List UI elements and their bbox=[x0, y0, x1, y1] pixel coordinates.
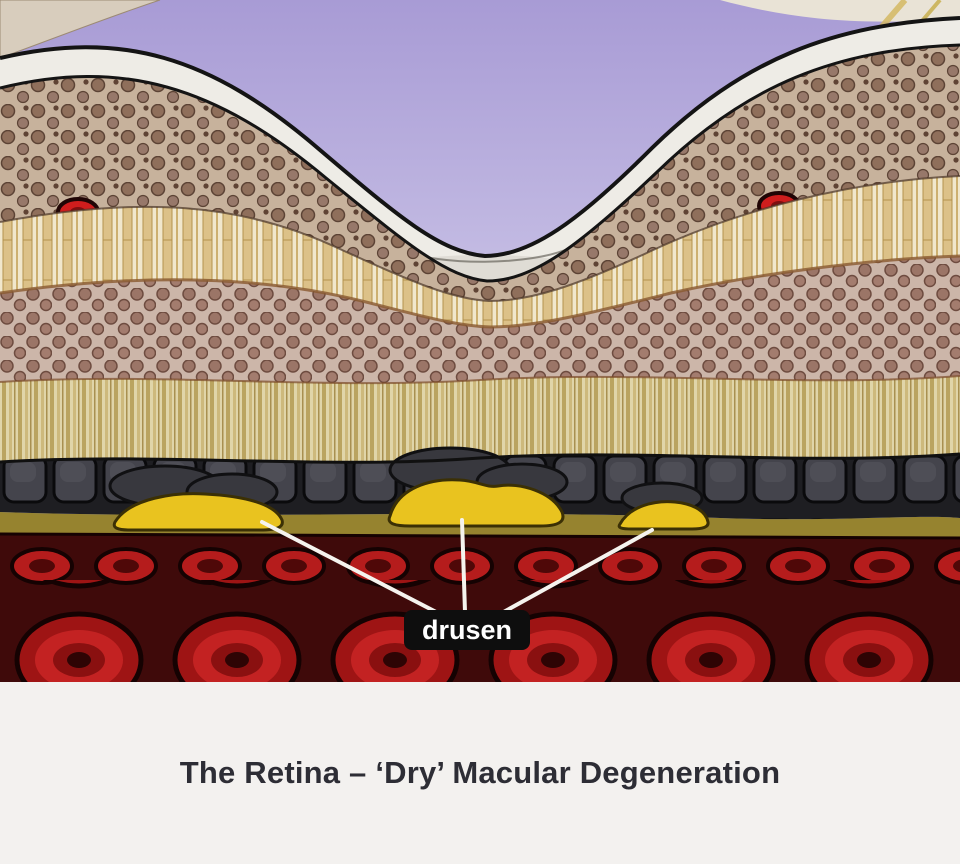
layer-boundary bbox=[0, 452, 960, 464]
pointer-line-right bbox=[498, 528, 654, 616]
pointer-line-center bbox=[460, 518, 467, 614]
drusen-deposit-left bbox=[112, 492, 284, 532]
caption-area: The Retina – ‘Dry’ Macular Degeneration bbox=[0, 682, 960, 864]
retina-illustration: drusen bbox=[0, 0, 960, 682]
pointer-lines bbox=[260, 518, 654, 616]
inner-nuclear-layer bbox=[0, 176, 960, 327]
drusen-deposit-center bbox=[387, 478, 565, 528]
drusen-deposit-right bbox=[617, 500, 710, 531]
drusen-label: drusen bbox=[404, 610, 530, 650]
layer-boundary bbox=[0, 375, 960, 385]
layer-boundary bbox=[0, 254, 960, 329]
membrane-outline-top bbox=[0, 16, 960, 259]
pointer-line-left bbox=[260, 520, 442, 616]
drusen-label-box bbox=[404, 610, 530, 650]
outer-nuclear-layer bbox=[0, 256, 960, 384]
photoreceptor-layer bbox=[0, 376, 960, 463]
drusen-label-text: drusen bbox=[422, 615, 512, 645]
retina-cross-section-svg: drusen bbox=[0, 0, 960, 682]
ganglion-cell-layer bbox=[0, 45, 960, 301]
inner-limiting-membrane bbox=[0, 18, 960, 281]
caption-title: The Retina – ‘Dry’ Macular Degeneration bbox=[179, 755, 781, 790]
membrane-outline-bottom bbox=[0, 43, 960, 283]
choroid-top-line bbox=[0, 532, 960, 540]
layer-boundary bbox=[0, 175, 960, 303]
